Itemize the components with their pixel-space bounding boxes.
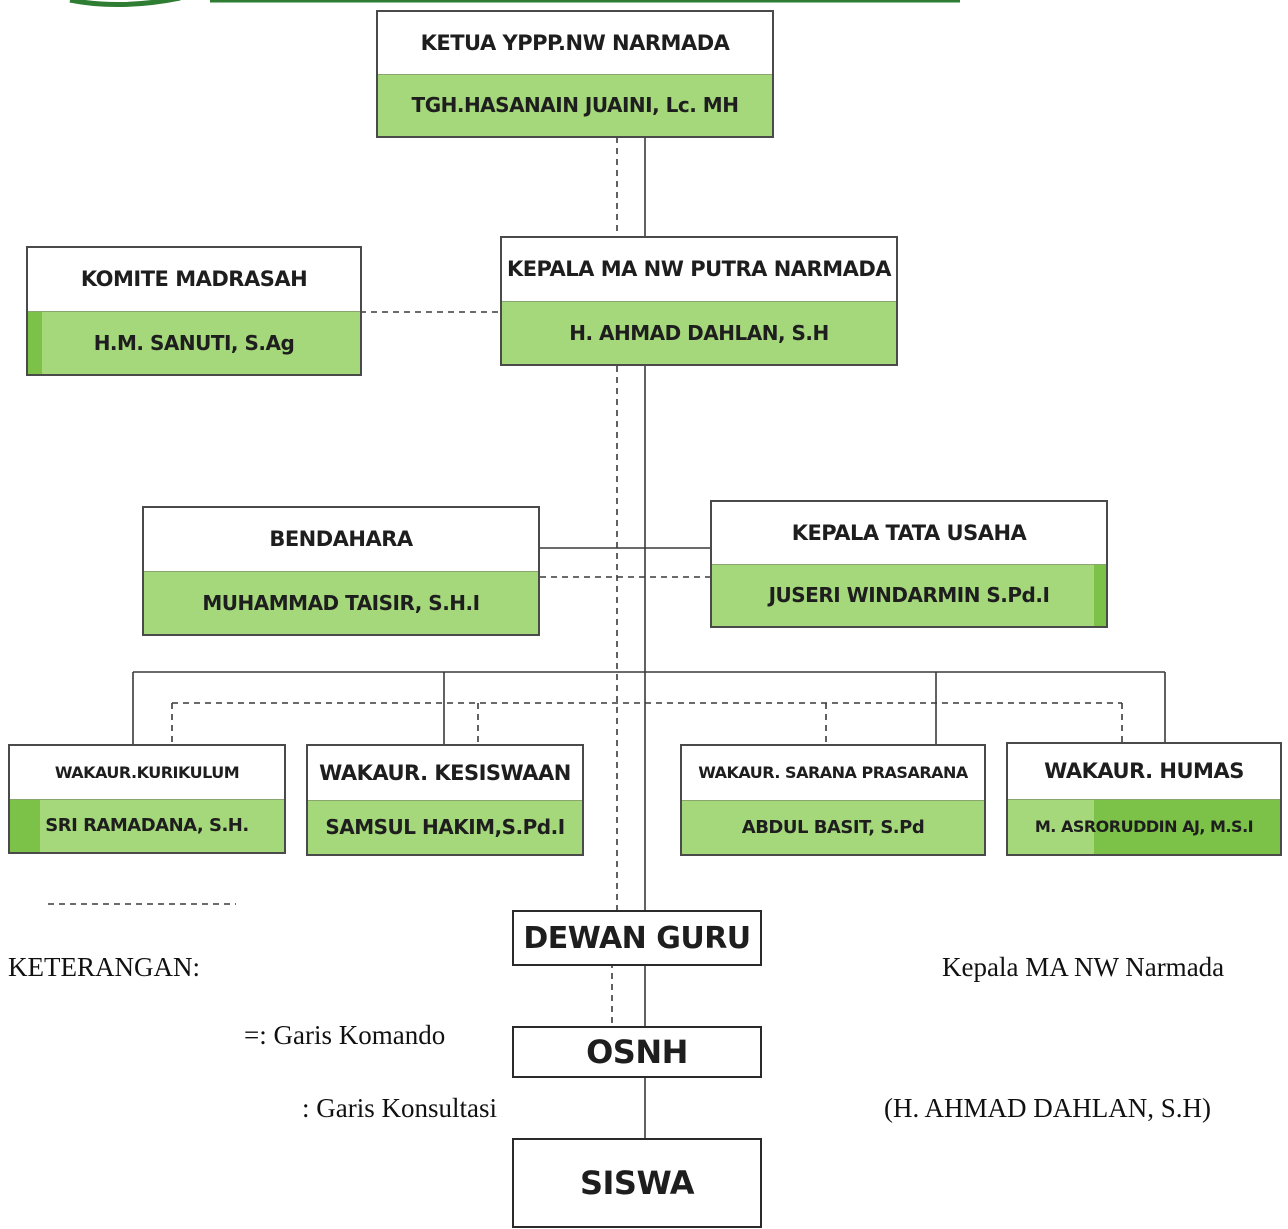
box-ketua-name: TGH.HASANAIN JUAINI, Lc. MH (378, 73, 772, 136)
box-tata-usaha-name-row: JUSERI WINDARMIN S.Pd.I (712, 563, 1106, 626)
box-humas: WAKAUR. HUMAS M. ASRORUDDIN AJ, M.S.I (1006, 742, 1282, 856)
box-kepala-title: KEPALA MA NW PUTRA NARMADA (502, 238, 896, 301)
box-bendahara: BENDAHARA MUHAMMAD TAISIR, S.H.I (142, 506, 540, 636)
legend-komando: =: Garis Komando (244, 1020, 446, 1050)
box-dewan-guru: DEWAN GURU (512, 910, 762, 966)
accent-bar (10, 799, 40, 852)
box-kepala: KEPALA MA NW PUTRA NARMADA H. AHMAD DAHL… (500, 236, 898, 366)
box-kesiswaan-name: SAMSUL HAKIM,S.Pd.I (308, 799, 582, 854)
box-kepala-name: H. AHMAD DAHLAN, S.H (502, 300, 896, 364)
box-tata-usaha-name: JUSERI WINDARMIN S.Pd.I (768, 583, 1050, 608)
legend-konsultasi: : Garis Konsultasi (302, 1093, 497, 1123)
title-remnant (60, 0, 1000, 10)
signature-name: (H. AHMAD DAHLAN, S.H) (884, 1093, 1211, 1123)
box-humas-name: M. ASRORUDDIN AJ, M.S.I (1034, 817, 1254, 837)
box-bendahara-name: MUHAMMAD TAISIR, S.H.I (144, 570, 538, 634)
box-komite: KOMITE MADRASAH H.M. SANUTI, S.Ag (26, 246, 362, 376)
consultation-lines (48, 137, 1123, 1026)
accent-bar (28, 311, 42, 374)
box-bendahara-title: BENDAHARA (144, 508, 538, 571)
box-sarana-name: ABDUL BASIT, S.Pd (682, 799, 984, 854)
box-tata-usaha: KEPALA TATA USAHA JUSERI WINDARMIN S.Pd.… (710, 500, 1108, 628)
box-sarana-title: WAKAUR. SARANA PRASARANA (682, 746, 984, 800)
box-humas-title: WAKAUR. HUMAS (1008, 744, 1280, 799)
box-komite-name: H.M. SANUTI, S.Ag (93, 330, 295, 355)
box-kurikulum-title: WAKAUR.KURIKULUM (10, 746, 284, 799)
box-kurikulum-name: SRI RAMADANA, S.H. (45, 815, 249, 837)
box-ketua-title: KETUA YPPP.NW NARMADA (378, 12, 772, 74)
box-kurikulum-name-row: SRI RAMADANA, S.H. (10, 798, 284, 852)
box-komite-name-row: H.M. SANUTI, S.Ag (28, 310, 360, 374)
box-humas-name-row: M. ASRORUDDIN AJ, M.S.I (1008, 798, 1280, 854)
box-siswa: SISWA (512, 1138, 762, 1228)
box-kurikulum: WAKAUR.KURIKULUM SRI RAMADANA, S.H. (8, 744, 286, 854)
box-tata-usaha-title: KEPALA TATA USAHA (712, 502, 1106, 564)
box-komite-title: KOMITE MADRASAH (28, 248, 360, 311)
signature-role: Kepala MA NW Narmada (942, 952, 1225, 982)
box-ketua: KETUA YPPP.NW NARMADA TGH.HASANAIN JUAIN… (376, 10, 774, 138)
box-sarana: WAKAUR. SARANA PRASARANA ABDUL BASIT, S.… (680, 744, 986, 856)
box-kesiswaan-title: WAKAUR. KESISWAAN (308, 746, 582, 800)
box-kesiswaan: WAKAUR. KESISWAAN SAMSUL HAKIM,S.Pd.I (306, 744, 584, 856)
legend-heading: KETERANGAN: (8, 952, 200, 982)
accent-bar (1094, 564, 1106, 626)
box-osnh: OSNH (512, 1026, 762, 1078)
accent-bar (1094, 799, 1280, 854)
